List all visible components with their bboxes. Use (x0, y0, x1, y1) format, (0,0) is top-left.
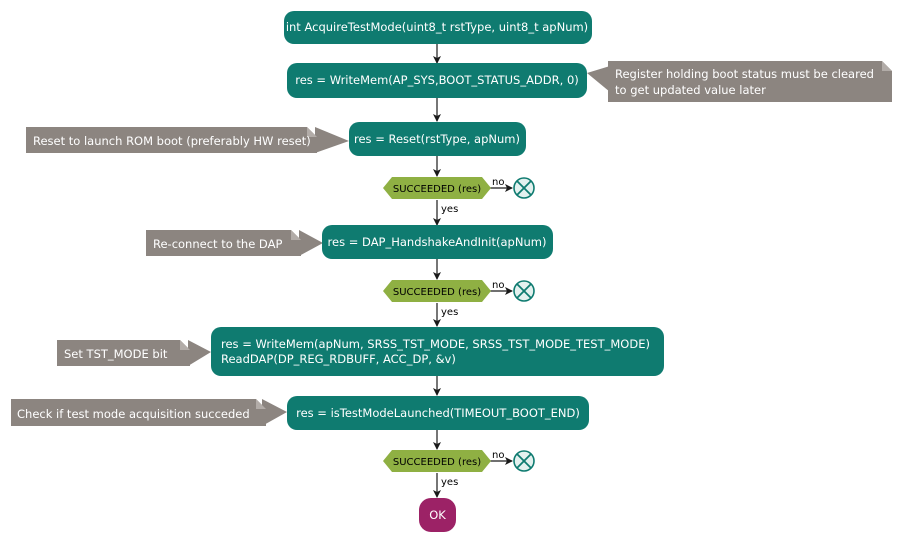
connector-check-note (262, 399, 287, 426)
note-reset-label: Reset to launch ROM boot (preferably HW … (33, 134, 311, 148)
action-launched: res = isTestModeLaunched(TIMEOUT_BOOT_EN… (287, 396, 589, 430)
connector-reset-note (315, 127, 349, 153)
decision-1-label: SUCCEEDED (res) (393, 184, 481, 195)
note-boot-status: Register holding boot status must be cle… (608, 61, 892, 102)
stop-cross-icon (513, 177, 535, 199)
note-reconnect: Re-connect to the DAP (146, 230, 301, 256)
decision-2-label: SUCCEEDED (res) (393, 287, 481, 298)
flow-edges (433, 44, 513, 498)
note-boot-status-line1: Register holding boot status must be cle… (615, 67, 874, 81)
note-boot-status-box (608, 61, 892, 102)
connector-reconnect-note (299, 230, 323, 256)
decision-3-shape (383, 450, 491, 472)
edge-label-yes-3: yes (441, 477, 458, 488)
decision-1: SUCCEEDED (res) (383, 177, 491, 199)
action-start: int AcquireTestMode(uint8_t rstType, uin… (284, 11, 592, 44)
decision-1-shape (383, 177, 491, 199)
action-clear-status-box (287, 63, 587, 98)
action-tst-mode-box (211, 327, 664, 376)
edge-label-no-1: no (492, 177, 504, 188)
edge-label-no-3: no (492, 450, 504, 461)
note-check-label: Check if test mode acquisition succeded (17, 407, 250, 421)
action-handshake-label: res = DAP_HandshakeAndInit(apNum) (328, 235, 547, 249)
note-reset-box (26, 127, 317, 153)
action-reset-box (349, 122, 526, 156)
action-launched-box (287, 396, 589, 430)
end-ok-box (419, 498, 456, 532)
action-clear-status-label: res = WriteMem(AP_SYS,BOOT_STATUS_ADDR, … (295, 73, 579, 87)
end-ok-label: OK (429, 508, 446, 522)
stop-cross-icon (513, 450, 535, 472)
end-ok: OK (419, 498, 456, 532)
decision-3: SUCCEEDED (res) (383, 450, 491, 472)
decision-2-shape (383, 280, 491, 302)
connector-tstmode-note (188, 340, 211, 366)
note-tst-mode-box (57, 340, 190, 366)
note-tst-mode: Set TST_MODE bit (57, 340, 190, 366)
action-reset-label: res = Reset(rstType, apNum) (354, 132, 520, 146)
action-start-label: int AcquireTestMode(uint8_t rstType, uin… (286, 20, 588, 34)
note-reconnect-box (146, 230, 301, 256)
note-connectors (188, 66, 610, 426)
edge-label-yes-1: yes (441, 204, 458, 215)
note-reconnect-fold (291, 230, 301, 240)
note-check: Check if test mode acquisition succeded (11, 399, 266, 426)
note-reset-fold (307, 127, 317, 137)
action-handshake-box (322, 225, 553, 259)
note-boot-status-line2: to get updated value later (615, 83, 766, 97)
action-tst-mode-label-line2: ReadDAP(DP_REG_RDBUFF, ACC_DP, &v) (221, 352, 456, 366)
note-tst-mode-fold (180, 340, 190, 350)
note-check-fold (256, 399, 266, 409)
action-launched-label: res = isTestModeLaunched(TIMEOUT_BOOT_EN… (296, 406, 580, 420)
decision-3-label: SUCCEEDED (res) (393, 457, 481, 468)
note-reset: Reset to launch ROM boot (preferably HW … (26, 127, 317, 153)
action-handshake: res = DAP_HandshakeAndInit(apNum) (322, 225, 553, 259)
action-start-box (284, 11, 592, 44)
note-check-box (11, 399, 266, 426)
edge-label-no-2: no (492, 280, 504, 291)
action-clear-status: res = WriteMem(AP_SYS,BOOT_STATUS_ADDR, … (287, 63, 587, 98)
note-reconnect-label: Re-connect to the DAP (153, 237, 282, 251)
action-tst-mode-label-line1: res = WriteMem(apNum, SRSS_TST_MODE, SRS… (221, 337, 650, 351)
note-tst-mode-label: Set TST_MODE bit (64, 347, 168, 361)
action-reset: res = Reset(rstType, apNum) (349, 122, 526, 156)
stop-cross-icon (513, 280, 535, 302)
action-tst-mode: res = WriteMem(apNum, SRSS_TST_MODE, SRS… (211, 327, 664, 376)
note-boot-status-fold (882, 61, 892, 71)
connector-boot-status-note (587, 66, 610, 92)
edge-label-yes-2: yes (441, 307, 458, 318)
decision-2: SUCCEEDED (res) (383, 280, 491, 302)
